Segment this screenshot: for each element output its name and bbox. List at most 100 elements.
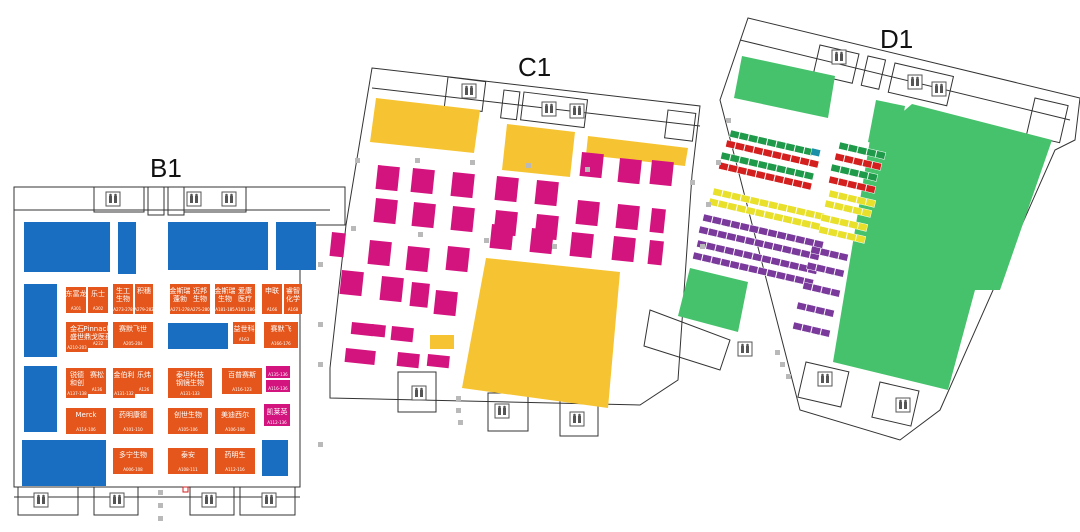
booth-d1[interactable]: [793, 275, 805, 285]
booth-d1[interactable]: [865, 148, 877, 158]
booth-d1[interactable]: [851, 206, 863, 216]
booth-c1[interactable]: [411, 202, 436, 229]
booth-d1[interactable]: [792, 178, 804, 189]
booth-d1[interactable]: [772, 242, 784, 253]
booth-d1[interactable]: [739, 194, 751, 204]
booth-c1[interactable]: [579, 152, 604, 179]
booth-d1[interactable]: [714, 243, 726, 254]
booth-d1[interactable]: [828, 175, 840, 186]
booth-d1[interactable]: [743, 143, 755, 154]
booth-d1[interactable]: [773, 174, 785, 184]
booth-d1[interactable]: [865, 198, 877, 208]
booth-c1[interactable]: [370, 324, 386, 338]
booth-d1[interactable]: [729, 220, 741, 230]
booth-d1[interactable]: [820, 285, 832, 296]
booth-d1[interactable]: [829, 215, 841, 226]
booth-d1[interactable]: [766, 228, 778, 239]
booth-d1[interactable]: [738, 131, 750, 142]
booth-d1[interactable]: [725, 139, 737, 150]
booth-d1[interactable]: [729, 129, 741, 140]
booth-d1[interactable]: [824, 199, 836, 210]
booth-d1[interactable]: [796, 301, 808, 312]
booth-d1[interactable]: [824, 265, 836, 276]
booth-d1[interactable]: [756, 266, 768, 277]
booth-d1[interactable]: [747, 264, 759, 274]
booth-d1[interactable]: [720, 217, 732, 228]
booth-c1[interactable]: [615, 203, 640, 231]
booth-d1[interactable]: [794, 235, 806, 245]
booth-d1[interactable]: [730, 191, 742, 202]
booth-d1[interactable]: [701, 253, 713, 264]
booth-d1[interactable]: [847, 143, 859, 154]
booth-d1[interactable]: [784, 166, 796, 177]
booth-d1[interactable]: [788, 261, 800, 271]
booth-d1[interactable]: [705, 241, 717, 252]
booth-d1[interactable]: [855, 196, 867, 206]
booth-c1[interactable]: [379, 275, 404, 303]
hall-b1-blue-zone[interactable]: [168, 222, 268, 270]
hall-b1-blue-zone[interactable]: [276, 222, 316, 270]
booth-d1[interactable]: [867, 172, 879, 182]
booth-d1[interactable]: [717, 199, 729, 210]
booth-d1[interactable]: [830, 163, 842, 174]
booth-d1[interactable]: [779, 258, 791, 269]
booth-d1[interactable]: [855, 234, 867, 244]
booth-d1[interactable]: [875, 150, 887, 160]
booth-d1[interactable]: [718, 161, 730, 172]
booth-d1[interactable]: [733, 248, 745, 258]
booth-c1[interactable]: [433, 290, 458, 317]
booth-d1[interactable]: [801, 180, 813, 191]
booth-d1[interactable]: [739, 222, 751, 232]
hall-c1[interactable]: [329, 67, 701, 437]
booth-d1[interactable]: [800, 219, 812, 229]
booth-d1[interactable]: [707, 227, 719, 238]
hall-d1[interactable]: [643, 17, 1080, 441]
booth-d1[interactable]: [729, 153, 741, 164]
booth-d1[interactable]: [846, 179, 858, 190]
booth-d1[interactable]: [823, 308, 835, 318]
booth-d1[interactable]: [734, 141, 746, 152]
booth-d1[interactable]: [789, 154, 801, 165]
booth-c1[interactable]: [409, 282, 430, 308]
booth-d1[interactable]: [782, 214, 794, 225]
booth-d1[interactable]: [775, 140, 787, 150]
booth-d1[interactable]: [811, 283, 823, 294]
booth-d1[interactable]: [837, 191, 849, 202]
booth-d1[interactable]: [711, 215, 723, 226]
booth-d1[interactable]: [762, 148, 774, 158]
booth-d1[interactable]: [763, 210, 775, 220]
booth-d1[interactable]: [848, 167, 860, 178]
booth-d1[interactable]: [782, 176, 794, 187]
booth-d1[interactable]: [810, 325, 822, 336]
hall-c1-yellow-area[interactable]: [430, 335, 454, 349]
booth-c1[interactable]: [569, 232, 594, 259]
hall-d1-green-area[interactable]: [678, 268, 748, 332]
booth-d1[interactable]: [771, 150, 783, 160]
booth-d1[interactable]: [846, 193, 858, 204]
booth-c1[interactable]: [390, 326, 414, 343]
booth-b1-magenta[interactable]: A116-136: [266, 380, 290, 392]
booth-d1[interactable]: [775, 270, 787, 281]
booth-d1[interactable]: [721, 189, 733, 200]
booth-d1[interactable]: [833, 268, 845, 278]
booth-d1[interactable]: [805, 303, 817, 314]
booth-d1[interactable]: [871, 161, 883, 171]
booth-c1[interactable]: [410, 168, 435, 195]
booth-d1[interactable]: [820, 213, 832, 224]
booth-d1[interactable]: [814, 305, 826, 316]
booth-d1[interactable]: [698, 225, 710, 236]
booth-d1[interactable]: [810, 147, 822, 158]
booth-d1[interactable]: [710, 255, 722, 266]
booth-d1[interactable]: [843, 154, 855, 165]
